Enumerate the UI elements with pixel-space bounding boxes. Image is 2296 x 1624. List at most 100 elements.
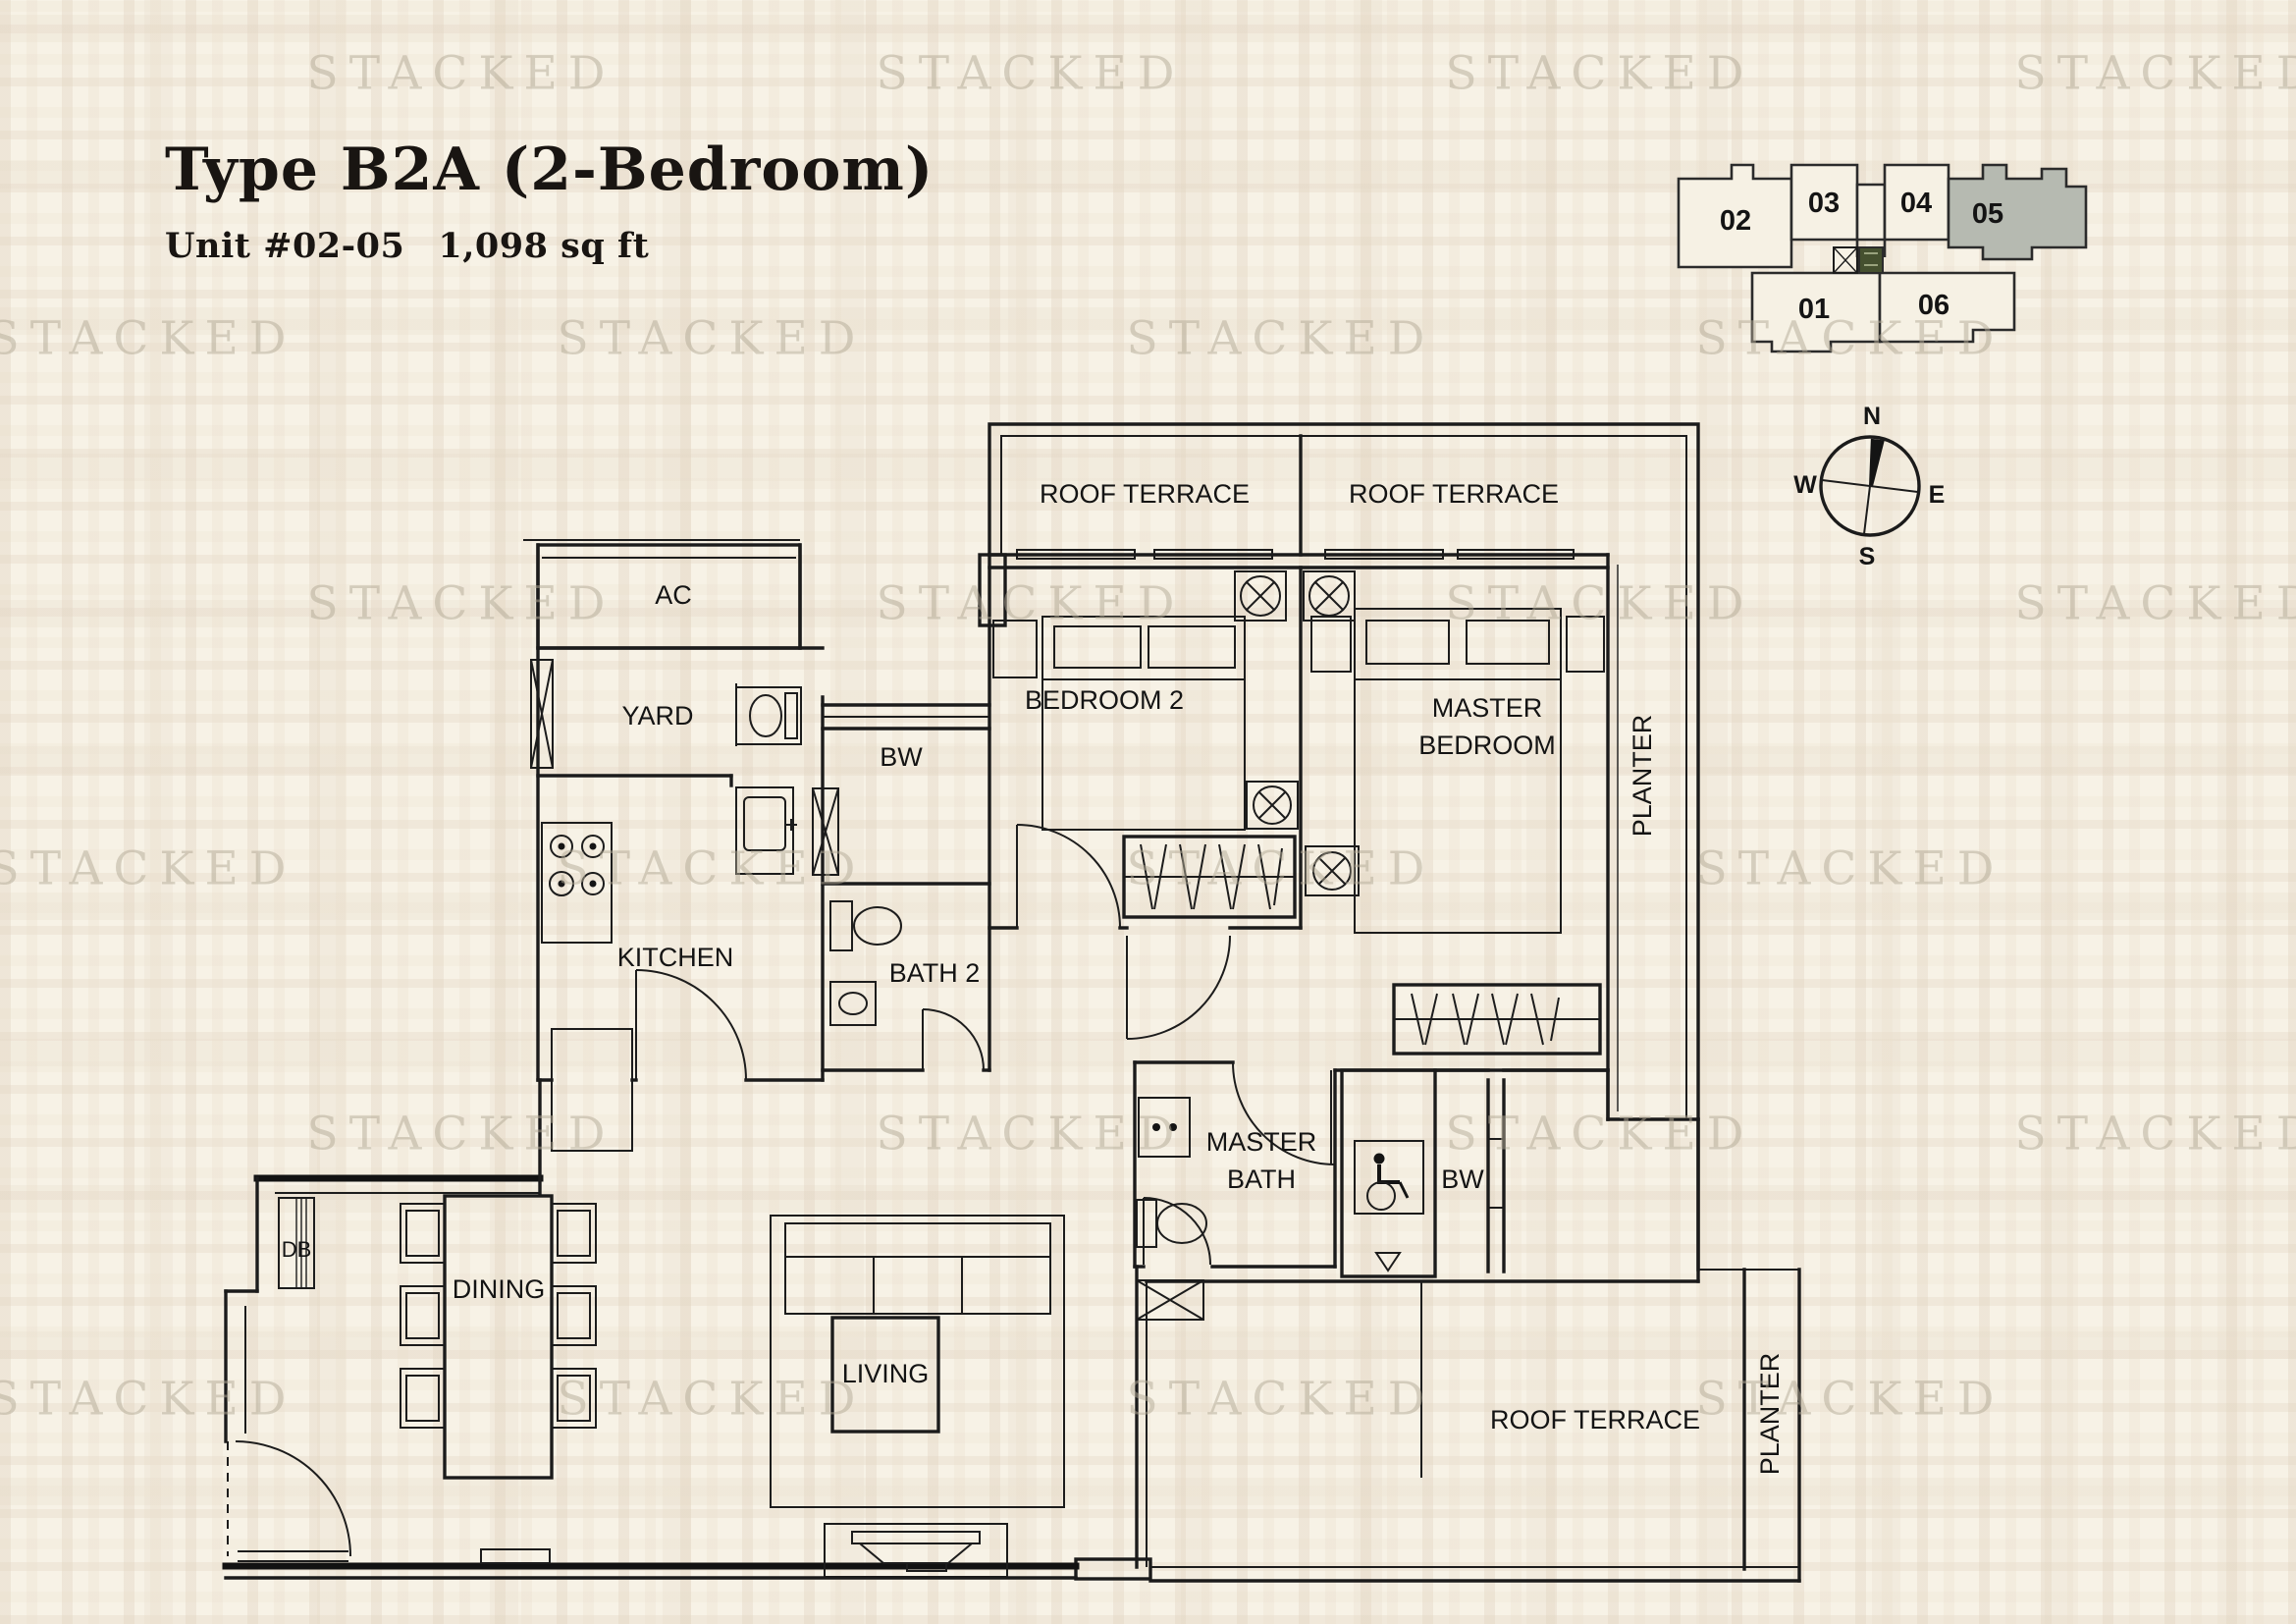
dining-set (400, 1194, 597, 1480)
compass-rose: N S W E (1793, 403, 1946, 570)
vestibule-door (1126, 935, 1231, 1040)
label-bedroom2: BEDROOM 2 (1025, 685, 1184, 715)
title-block: Type B2A (2-Bedroom) Unit #02-05 1,098 sq… (165, 135, 934, 266)
terrace-walls (1136, 1117, 1801, 1583)
locator-unit-01: 01 (1798, 294, 1830, 325)
bath2-toilet-icon (829, 900, 902, 951)
bath2-basin-icon (829, 981, 877, 1026)
label-planter-right: PLANTER (1628, 715, 1657, 838)
watermark: STACKED (0, 311, 297, 366)
kitchen-counter (551, 1028, 633, 1152)
yard-toilet-icon (735, 686, 802, 745)
unit-locator: 02 03 04 05 01 06 (1677, 163, 2088, 353)
pillow (1466, 620, 1550, 665)
bedside-table (992, 620, 1038, 678)
label-kitchen: KITCHEN (617, 943, 734, 972)
tv-icon (851, 1531, 981, 1544)
master-bath-walls (1133, 1060, 1337, 1269)
accessible-wc (1340, 1068, 1437, 1278)
dining-chair (400, 1203, 597, 1429)
watermark: STACKED (2014, 46, 2296, 101)
wheelchair-box (1354, 1140, 1424, 1215)
unit-02-shape (1677, 163, 1793, 269)
door-marker-icon (1374, 1252, 1402, 1272)
exterior-walls (978, 422, 1700, 1272)
unit-area: 1,098 sq ft (438, 226, 650, 266)
tv-console (824, 1523, 1008, 1578)
stove-icon (541, 822, 613, 944)
sofa-icon (784, 1222, 1051, 1315)
label-roof-terrace-left: ROOF TERRACE (1040, 479, 1250, 509)
label-master-bath-2: BATH (1227, 1164, 1296, 1194)
label-roof-terrace-right: ROOF TERRACE (1349, 479, 1559, 509)
wall-pier (978, 553, 1007, 627)
louvre-icon (530, 659, 554, 769)
label-living: LIVING (842, 1359, 930, 1388)
dining-table (443, 1194, 554, 1480)
watermark: STACKED (306, 46, 616, 101)
locator-unit-02: 02 (1720, 205, 1751, 237)
lift-icon (1833, 246, 1858, 274)
lift-core (1833, 246, 1884, 274)
compass-east: E (1929, 481, 1946, 509)
bedside-table (1310, 616, 1352, 673)
watermark: STACKED (1126, 311, 1436, 366)
kitchen-walls (536, 969, 825, 1082)
bedroom2-bed (992, 616, 1246, 831)
label-master-bedroom-2: BEDROOM (1418, 731, 1556, 760)
compass-south: S (1859, 543, 1876, 570)
yard-walls (530, 543, 825, 1082)
watermark: STACKED (1445, 46, 1755, 101)
living-rug (770, 1215, 1065, 1508)
label-bath2: BATH 2 (889, 958, 981, 988)
living-set (770, 1215, 1065, 1578)
louvre-icon (812, 787, 839, 876)
kitchen-fixtures (541, 774, 797, 1152)
unit-05-shape (1947, 163, 2088, 261)
watermark: STACKED (876, 46, 1186, 101)
label-bw-right: BW (1441, 1164, 1484, 1194)
compass-west: W (1793, 471, 1817, 499)
recess-shape (1855, 183, 1887, 242)
sink-icon (735, 786, 794, 875)
floor-plan: ROOF TERRACE ROOF TERRACE PLANTER AC YAR… (222, 422, 1801, 1583)
unit-06-shape (1878, 271, 2016, 344)
column-markers (1234, 570, 1360, 896)
label-bw-top: BW (880, 742, 923, 772)
wheelchair-icon (1366, 1153, 1410, 1211)
watermark: STACKED (557, 311, 867, 366)
bedside-table (1566, 616, 1605, 673)
bedroom2-walls (988, 553, 1303, 1072)
pillow (1053, 625, 1142, 669)
label-master-bath-1: MASTER (1206, 1127, 1317, 1157)
unit-number: Unit #02-05 (165, 226, 405, 266)
label-yard: YARD (621, 701, 693, 731)
master-wardrobe (1392, 983, 1602, 1056)
bedroom2-door (1016, 824, 1121, 929)
label-dining: DINING (453, 1274, 546, 1304)
locator-unit-04: 04 (1900, 188, 1932, 219)
locator-unit-03: 03 (1808, 188, 1840, 219)
label-ac: AC (655, 580, 692, 610)
label-planter-bottom: PLANTER (1755, 1353, 1785, 1476)
compass-north: N (1863, 403, 1881, 430)
watermark: STACKED (2014, 1107, 2296, 1162)
coffee-table (830, 1316, 940, 1434)
locator-outline (1677, 163, 2088, 353)
pillow (1148, 625, 1236, 669)
bedroom2-wardrobe (1122, 835, 1297, 919)
master-bath-toilet-icon (1136, 1199, 1207, 1248)
page-title: Type B2A (2-Bedroom) (165, 135, 934, 204)
living-terrace-wall (1074, 1265, 1152, 1581)
label-roof-terrace-bottom: ROOF TERRACE (1490, 1405, 1700, 1435)
label-master-bedroom-1: MASTER (1432, 693, 1543, 723)
bay-window-top (821, 703, 991, 731)
bay-window-right (1433, 1068, 1610, 1273)
master-bath-basin-icon (1138, 1097, 1191, 1158)
watermark: STACKED (2014, 576, 2296, 631)
master-bed (1310, 608, 1605, 934)
pillow (1365, 620, 1450, 665)
locator-unit-06: 06 (1918, 290, 1949, 321)
label-db: DB (282, 1237, 312, 1262)
